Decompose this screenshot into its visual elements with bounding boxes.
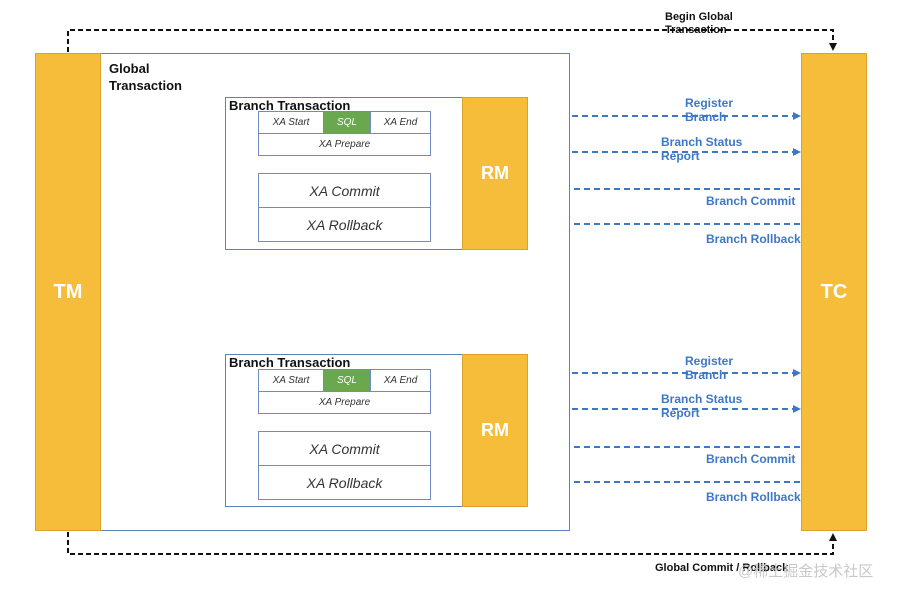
global-transaction-label: Global Transaction bbox=[109, 61, 182, 93]
branch-status-report-label: Branch Status Report bbox=[661, 135, 743, 163]
branch-status-report-label: Branch Status Report bbox=[661, 392, 743, 420]
xa-commit-cell: XA Commit bbox=[258, 173, 431, 208]
watermark: @稀土掘金技术社区 bbox=[738, 563, 874, 580]
register-branch-label: Register Branch bbox=[685, 354, 734, 382]
xa-end-cell: XA End bbox=[370, 111, 431, 134]
xa-start-cell: XA Start bbox=[258, 111, 324, 134]
xa-end-cell: XA End bbox=[370, 369, 431, 392]
global-commit-rollback-label: Global Commit / Rollback bbox=[655, 562, 789, 574]
global-commit-loop-line bbox=[67, 532, 837, 555]
tc-block: TC bbox=[801, 53, 867, 531]
begin-global-transaction-label: Begin Global Transaction bbox=[665, 11, 733, 36]
rm-block: RM bbox=[462, 354, 528, 507]
xa-prepare-cell: XA Prepare bbox=[258, 391, 431, 414]
rm-block: RM bbox=[462, 97, 528, 250]
xa-start-cell: XA Start bbox=[258, 369, 324, 392]
sql-cell: SQL bbox=[323, 111, 371, 134]
xa-rollback-cell: XA Rollback bbox=[258, 465, 431, 500]
branch-rollback-label: Branch Rollback bbox=[706, 232, 801, 246]
branch-rollback-label: Branch Rollback bbox=[706, 490, 801, 504]
sql-cell: SQL bbox=[323, 369, 371, 392]
xa-prepare-cell: XA Prepare bbox=[258, 133, 431, 156]
register-branch-label: Register Branch bbox=[685, 96, 734, 124]
branch-transaction-title: Branch Transaction bbox=[229, 98, 351, 113]
branch-commit-label: Branch Commit bbox=[706, 452, 796, 466]
begin-global-loop-line bbox=[67, 29, 837, 52]
branch-commit-label: Branch Commit bbox=[706, 194, 796, 208]
xa-rollback-cell: XA Rollback bbox=[258, 207, 431, 242]
branch-transaction-title: Branch Transaction bbox=[229, 355, 351, 370]
xa-commit-cell: XA Commit bbox=[258, 431, 431, 466]
tm-block: TM bbox=[35, 53, 101, 531]
